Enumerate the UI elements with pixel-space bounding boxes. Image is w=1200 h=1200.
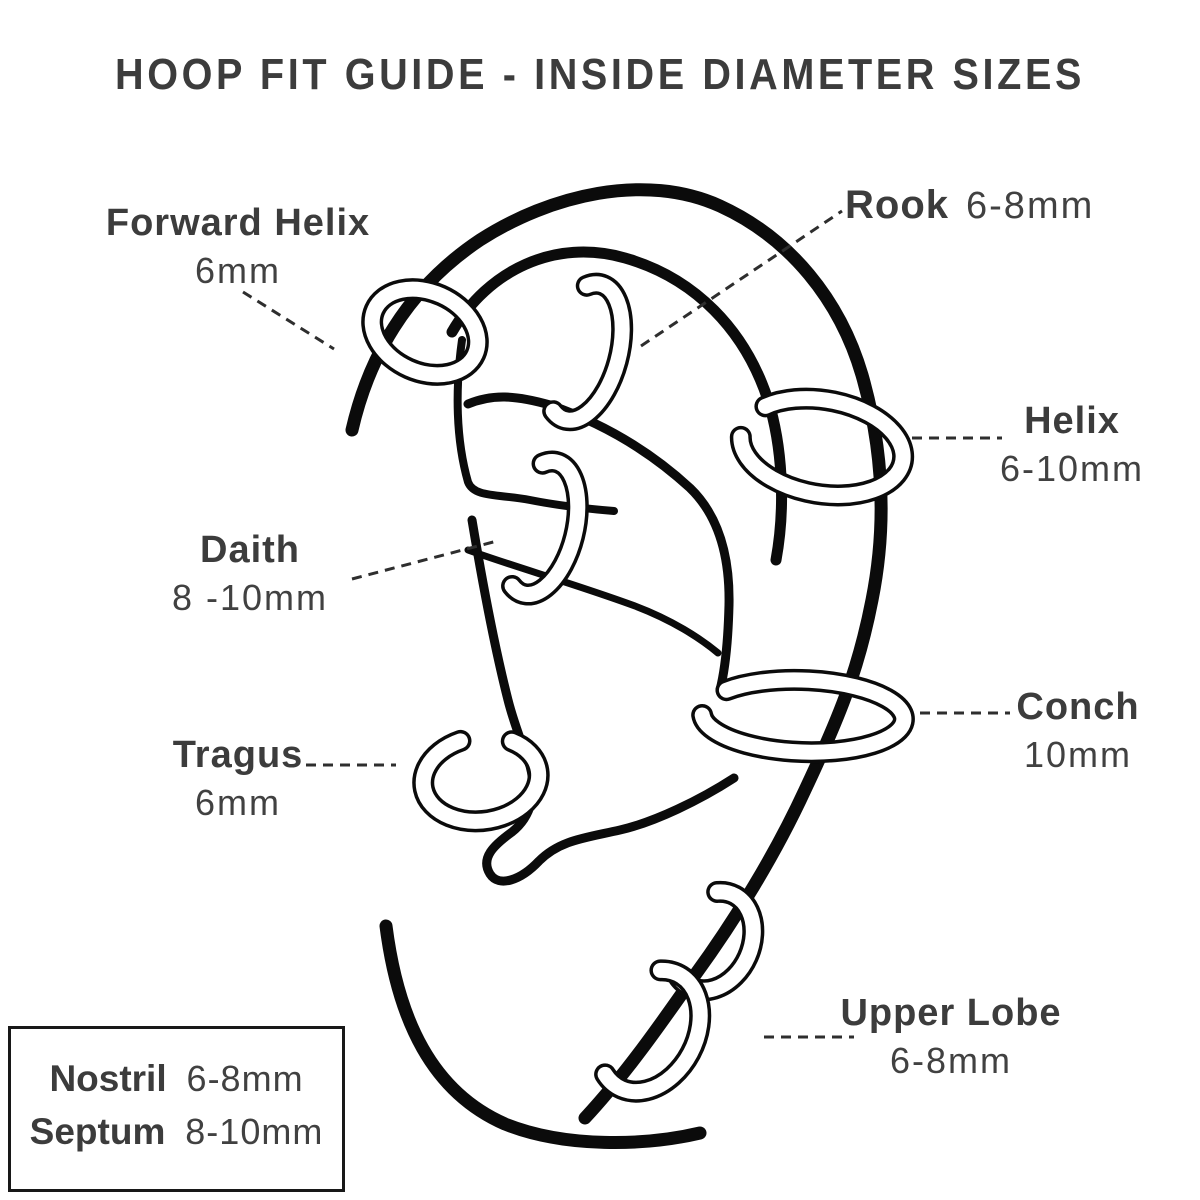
tragus-name: Tragus xyxy=(172,734,304,776)
daith-name: Daith xyxy=(200,529,300,571)
rook-hoop xyxy=(542,272,634,432)
ear-tragus-line xyxy=(467,515,739,886)
ear-lobe-bottom xyxy=(379,919,707,1149)
ear-helix-rim xyxy=(345,183,888,1125)
helix-name: Helix xyxy=(1024,400,1120,442)
leader-lines xyxy=(242,209,1010,1039)
conch-label: Conch 10mm xyxy=(1016,684,1139,778)
daith-size: 8 -10mm xyxy=(171,577,329,618)
septum-name: Septum xyxy=(29,1111,166,1152)
conch-hoop xyxy=(691,668,915,764)
tragus-hoop xyxy=(412,729,550,833)
daith-leader xyxy=(351,539,498,581)
forward-helix-leader xyxy=(242,290,335,351)
tragus-label: Tragus 6mm xyxy=(173,732,304,826)
helix-hoop xyxy=(729,387,915,507)
ear-antihelix xyxy=(463,392,734,695)
ear-inner-fold xyxy=(446,246,788,566)
ear-outline xyxy=(345,183,888,1149)
septum-row: Septum 8-10mm xyxy=(30,1109,324,1162)
page-title: HOOP FIT GUIDE - INSIDE DIAMETER SIZES xyxy=(115,50,1085,99)
rook-size: 6-8mm xyxy=(966,185,1095,227)
upper-lobe-size: 6-8mm xyxy=(889,1040,1012,1081)
upper-lobe-label: Upper Lobe 6-8mm xyxy=(840,990,1061,1084)
nostril-septum-box: Nostril 6-8mm Septum 8-10mm xyxy=(8,1026,345,1192)
upper-lobe-name: Upper Lobe xyxy=(840,992,1062,1034)
nostril-row: Nostril 6-8mm xyxy=(49,1056,303,1109)
forward-helix-size: 6mm xyxy=(194,250,281,291)
hoops xyxy=(361,272,915,1103)
tragus-size: 6mm xyxy=(194,782,281,823)
rook-label: Rook 6-8mm xyxy=(845,184,1094,235)
conch-name: Conch xyxy=(1016,686,1140,728)
upper-lobe-hoop-2 xyxy=(594,959,712,1103)
forward-helix-name: Forward Helix xyxy=(105,202,371,244)
forward-helix-label: Forward Helix 6mm xyxy=(106,200,370,294)
forward-helix-hoop xyxy=(361,278,489,386)
rook-leader xyxy=(640,209,843,348)
helix-size: 6-10mm xyxy=(999,448,1145,489)
nostril-size: 6-8mm xyxy=(186,1058,304,1099)
daith-label: Daith 8 -10mm xyxy=(172,527,328,621)
daith-hoop xyxy=(501,450,589,606)
helix-label: Helix 6-10mm xyxy=(1000,398,1144,492)
septum-size: 8-10mm xyxy=(185,1111,324,1152)
nostril-name: Nostril xyxy=(49,1058,167,1099)
rook-name: Rook xyxy=(845,183,949,227)
ear-conch-ridge xyxy=(464,546,722,657)
conch-size: 10mm xyxy=(1023,734,1133,775)
